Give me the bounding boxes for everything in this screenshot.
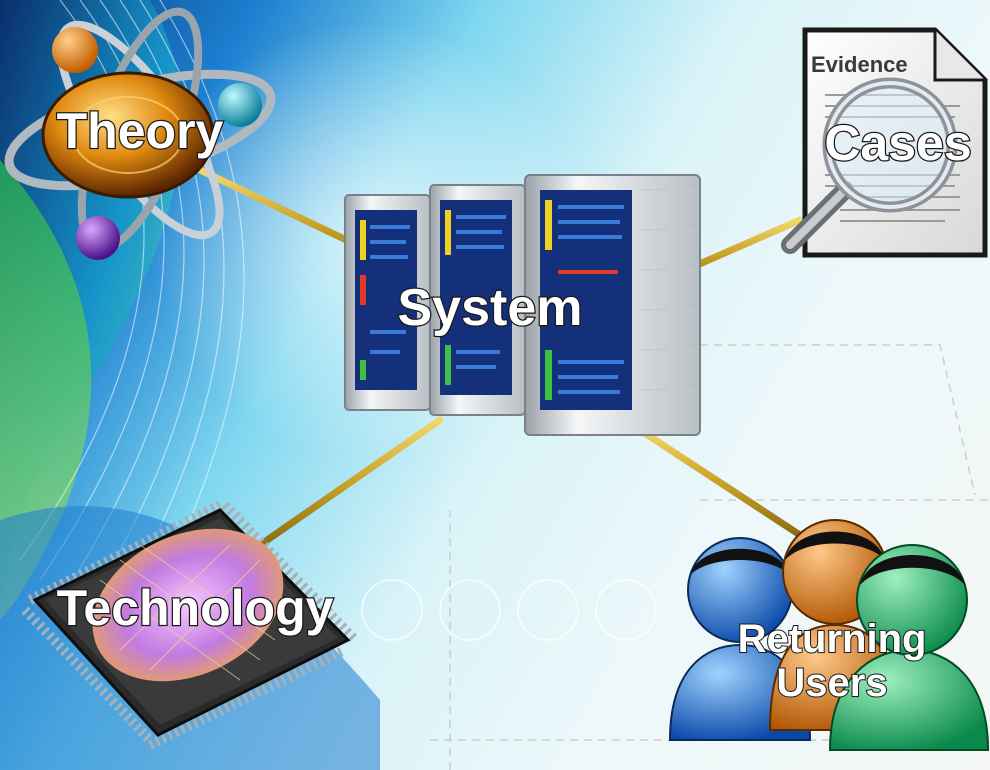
technology-node[interactable]: Technology [21, 499, 359, 750]
users-group-icon [668, 519, 990, 751]
server-indicator-lights [360, 200, 624, 400]
chip-pins [21, 500, 359, 750]
cases-label: Cases [824, 115, 971, 171]
technology-label: Technology [57, 580, 334, 636]
green-wave [0, 160, 92, 620]
wafer-grid [99, 544, 276, 681]
theory-node[interactable]: Theory [0, 0, 282, 262]
system-node[interactable]: System [344, 174, 701, 436]
theory-label: Theory [57, 103, 224, 159]
cases-node[interactable]: Evidence Cases [781, 27, 988, 258]
server-rack-icon [344, 174, 701, 436]
connector-system-technology [256, 416, 444, 549]
atom-icon [4, 7, 276, 260]
server-side-panel [640, 189, 695, 391]
returning-label: Returning [738, 617, 927, 661]
microchip-icon [21, 500, 359, 750]
magnifier-icon [781, 77, 958, 254]
users-label: Users [776, 661, 887, 705]
returning-users-node[interactable]: Returning Users [668, 519, 990, 751]
evidence-title: Evidence [811, 52, 908, 77]
system-label: System [398, 279, 583, 337]
connector-system-users [636, 426, 804, 539]
decorative-circles [361, 579, 657, 641]
